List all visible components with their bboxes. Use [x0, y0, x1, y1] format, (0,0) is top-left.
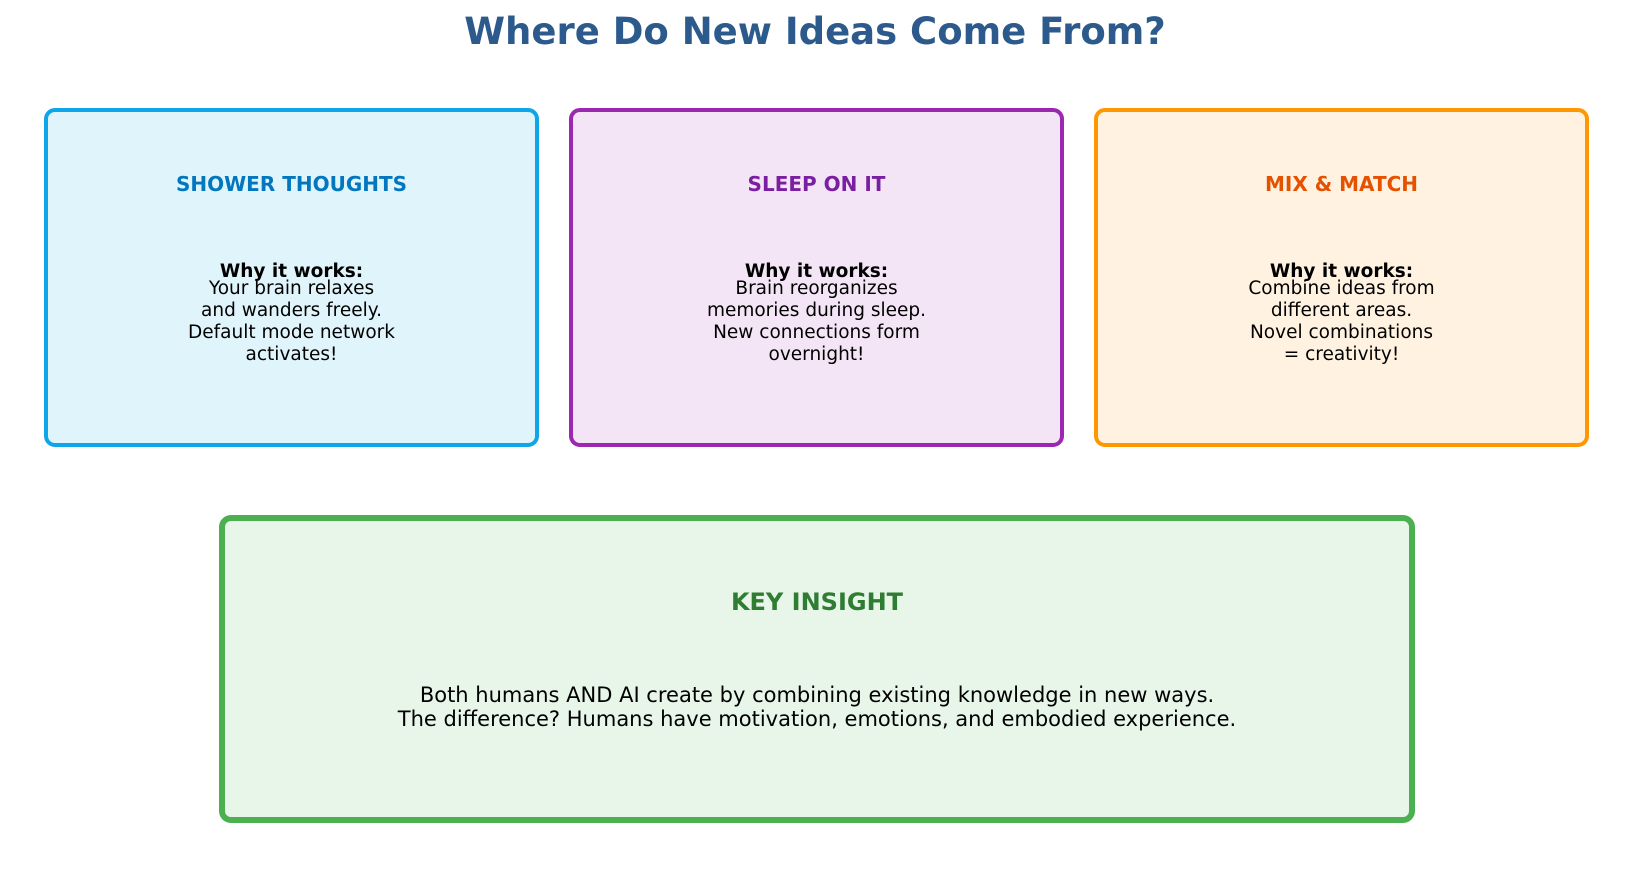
- card-heading: SLEEP ON IT: [747, 172, 886, 196]
- mix-and-match-card: MIX & MATCH Why it works: Combine ideas …: [1094, 108, 1589, 447]
- card-description: Your brain relaxes and wanders freely. D…: [188, 278, 395, 365]
- sleep-on-it-card: SLEEP ON IT Why it works: Brain reorgani…: [569, 108, 1064, 447]
- shower-thoughts-card: SHOWER THOUGHTS Why it works: Your brain…: [44, 108, 539, 447]
- why-it-works-label: Why it works:: [744, 261, 889, 282]
- card-description: Combine ideas from different areas. Nove…: [1248, 278, 1435, 365]
- page-title: Where Do New Ideas Come From?: [464, 10, 1166, 53]
- key-insight-box: KEY INSIGHT Both humans AND AI create by…: [219, 515, 1415, 823]
- insight-heading: KEY INSIGHT: [730, 588, 904, 616]
- card-description: Brain reorganizes memories during sleep.…: [706, 278, 927, 365]
- card-heading: MIX & MATCH: [1264, 172, 1419, 196]
- why-it-works-label: Why it works:: [219, 261, 364, 282]
- why-it-works-label: Why it works:: [1269, 261, 1414, 282]
- card-heading: SHOWER THOUGHTS: [175, 172, 408, 196]
- insight-text: Both humans AND AI create by combining e…: [397, 683, 1237, 731]
